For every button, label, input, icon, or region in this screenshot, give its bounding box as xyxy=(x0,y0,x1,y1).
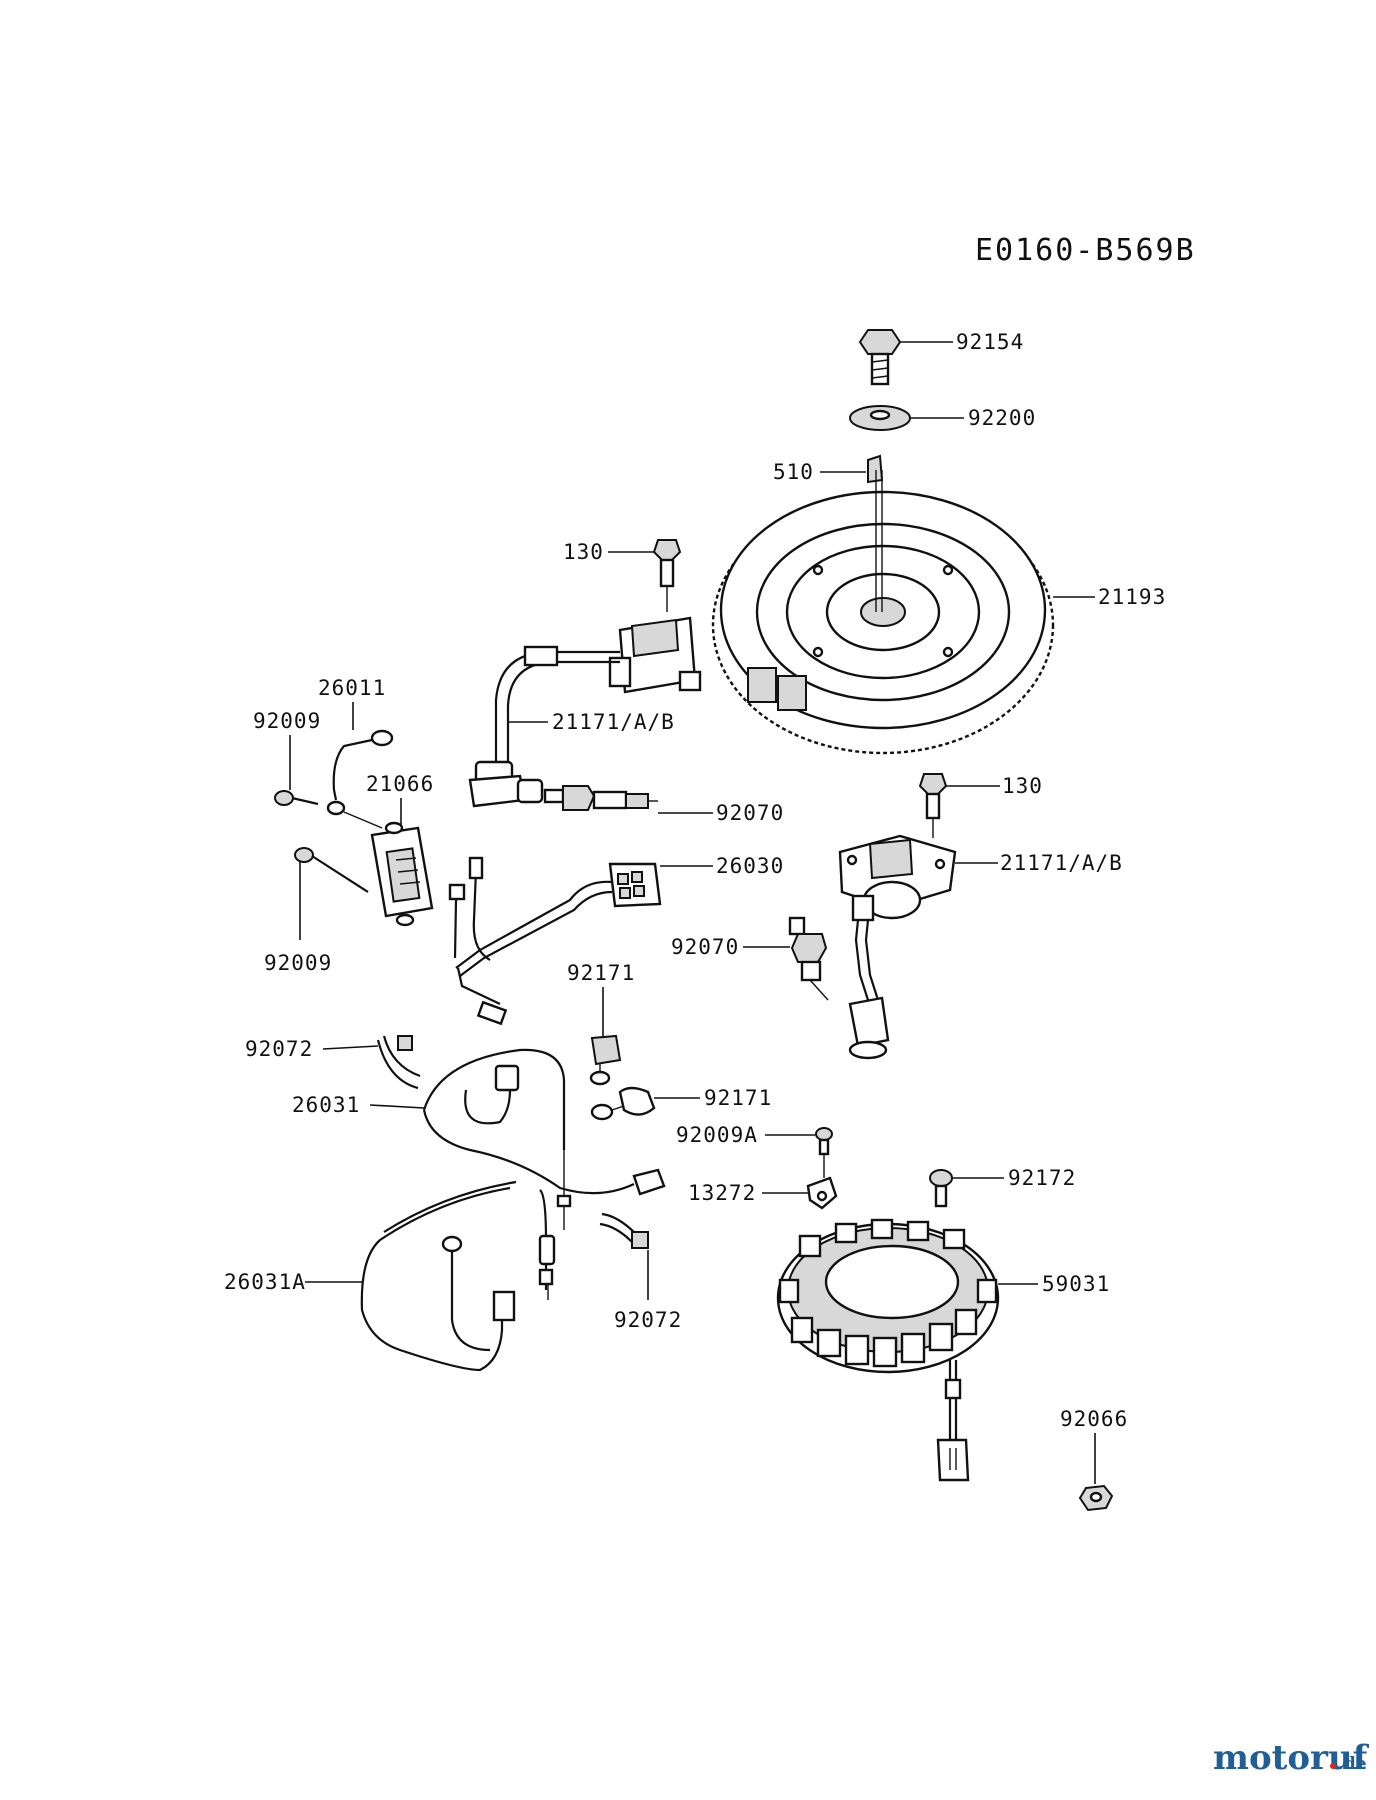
label-92072-upper[interactable]: 92072 xyxy=(245,1037,313,1061)
cable-tie-92072-upper[interactable] xyxy=(376,1035,421,1090)
label-26030[interactable]: 26030 xyxy=(716,854,784,878)
label-21171-upper[interactable]: 21171/A/B xyxy=(552,710,675,734)
screw-92172[interactable] xyxy=(929,1169,953,1208)
harness-terminal-2 xyxy=(448,883,466,901)
label-92171-lower[interactable]: 92171 xyxy=(704,1086,772,1110)
flywheel-21193[interactable] xyxy=(711,490,1055,755)
label-26031[interactable]: 26031 xyxy=(292,1093,360,1117)
leader-26031 xyxy=(369,1104,425,1109)
watermark-logo: motoruf .de xyxy=(1213,1738,1370,1778)
label-26031A[interactable]: 26031A xyxy=(224,1270,306,1294)
watermark-tld: .de xyxy=(1338,1754,1367,1774)
ground-lead-26011[interactable] xyxy=(326,729,394,816)
label-21066[interactable]: 21066 xyxy=(366,772,434,796)
harness-terminal-3 xyxy=(476,1000,508,1026)
spark-plug-92070-upper[interactable] xyxy=(543,785,658,811)
label-59031[interactable]: 59031 xyxy=(1042,1272,1110,1296)
screw-92009-lower[interactable] xyxy=(294,847,369,893)
nut-92066[interactable] xyxy=(1078,1484,1114,1512)
label-21171-lower[interactable]: 21171/A/B xyxy=(1000,851,1123,875)
connector-26030[interactable] xyxy=(608,862,662,908)
harness-26030-tail xyxy=(456,967,501,1005)
clamp-92171-upper[interactable] xyxy=(589,1034,622,1086)
label-130-lower[interactable]: 130 xyxy=(1002,774,1043,798)
label-92171-upper[interactable]: 92171 xyxy=(567,961,635,985)
clamp-92171-lower[interactable] xyxy=(590,1086,656,1121)
harness-26031[interactable] xyxy=(422,1048,666,1230)
bolt-130-lower[interactable] xyxy=(918,773,948,820)
label-92200[interactable]: 92200 xyxy=(968,406,1036,430)
label-92009A[interactable]: 92009A xyxy=(676,1123,758,1147)
watermark-brand: motoruf xyxy=(1213,1738,1370,1778)
label-13272[interactable]: 13272 xyxy=(688,1181,756,1205)
label-92009-lower[interactable]: 92009 xyxy=(264,951,332,975)
stator-lead xyxy=(936,1360,970,1482)
label-92070-lower[interactable]: 92070 xyxy=(671,935,739,959)
bolt-92154[interactable] xyxy=(858,329,902,386)
bolt-130-upper[interactable] xyxy=(652,539,682,588)
label-92154[interactable]: 92154 xyxy=(956,330,1024,354)
label-130-upper[interactable]: 130 xyxy=(563,540,604,564)
plate-13272[interactable] xyxy=(806,1176,838,1210)
harness-26030-main xyxy=(455,880,613,969)
spark-plug-92070-lower[interactable] xyxy=(788,916,829,1001)
cable-tie-92072-lower[interactable] xyxy=(599,1212,649,1249)
screw-92009A[interactable] xyxy=(815,1127,833,1156)
harness-26030-branch xyxy=(472,869,491,961)
regulator-21066[interactable] xyxy=(370,821,434,927)
diagram-code: E0160-B569B xyxy=(975,233,1196,268)
label-92072-lower[interactable]: 92072 xyxy=(614,1308,682,1332)
ht-lead-lower-2 xyxy=(864,919,880,1001)
watermark-dot xyxy=(1330,1763,1336,1769)
spark-plug-cap-upper[interactable] xyxy=(468,760,544,808)
ground-to-regulator xyxy=(343,811,383,829)
harness-26030-main-2 xyxy=(459,890,613,977)
harness-26031A[interactable] xyxy=(360,1180,556,1372)
label-510[interactable]: 510 xyxy=(773,460,814,484)
stator-59031[interactable] xyxy=(776,1218,1000,1374)
ht-lead-lower xyxy=(854,919,870,1001)
label-92070-upper[interactable]: 92070 xyxy=(716,801,784,825)
label-92172[interactable]: 92172 xyxy=(1008,1166,1076,1190)
ignition-coil-21171-upper[interactable] xyxy=(608,616,702,694)
key-510[interactable] xyxy=(867,454,884,484)
leader-92072-upper xyxy=(322,1045,379,1050)
spark-plug-cap-lower[interactable] xyxy=(848,996,890,1060)
washer-92200[interactable] xyxy=(849,405,911,431)
harness-26030-branch-2 xyxy=(453,899,458,959)
label-26011[interactable]: 26011 xyxy=(318,676,386,700)
label-21193[interactable]: 21193 xyxy=(1098,585,1166,609)
lead-sleeve-lower xyxy=(851,894,875,922)
screw-92009-upper[interactable] xyxy=(274,790,319,806)
ignition-coil-21171-lower[interactable] xyxy=(838,834,957,920)
label-92009-upper[interactable]: 92009 xyxy=(253,709,321,733)
lead-sleeve xyxy=(523,645,559,667)
label-92066[interactable]: 92066 xyxy=(1060,1407,1128,1431)
harness-terminal-1 xyxy=(468,856,484,880)
